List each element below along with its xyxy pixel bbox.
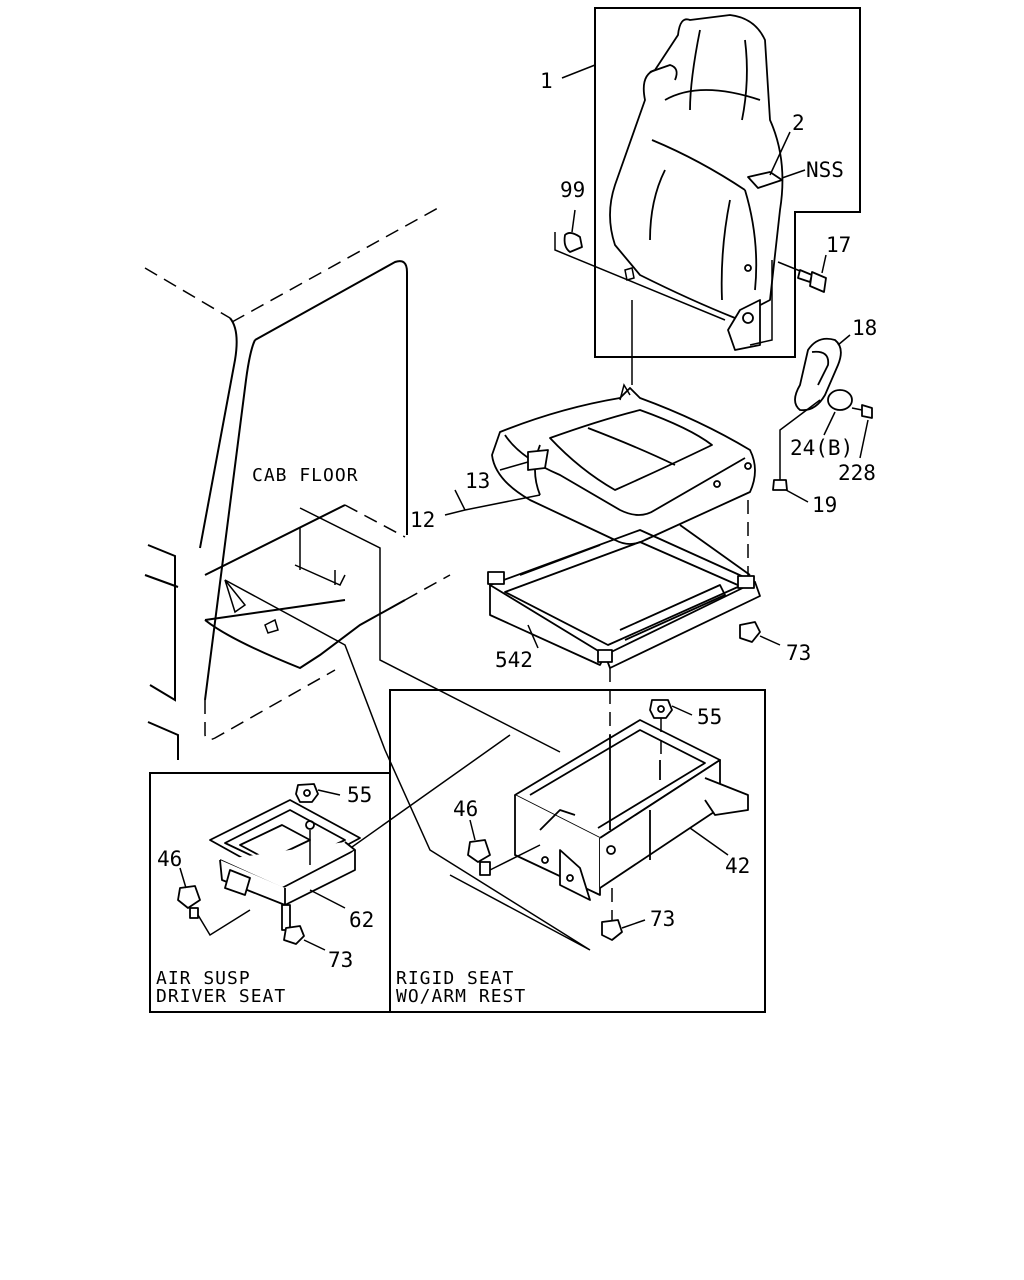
part-46-bolt-rigid — [467, 819, 541, 876]
part-99-bushing — [554, 209, 726, 321]
air-susp-frame — [149, 772, 391, 1013]
part-19-bolt — [772, 399, 821, 503]
callout-13: 13 — [465, 469, 490, 493]
callout-55-air: 55 — [347, 783, 372, 807]
callout-73-rigid: 73 — [650, 907, 675, 931]
air-susp-label-line1: AIR SUSP — [156, 968, 251, 989]
air-susp-label-line2: DRIVER SEAT — [156, 986, 286, 1007]
part-73-nut-air — [283, 925, 326, 951]
callout-1: 1 — [540, 69, 553, 93]
callout-228: 228 — [838, 461, 876, 485]
air-susp-base — [209, 799, 361, 931]
rigid-seat-bracket — [514, 719, 749, 901]
callout-62: 62 — [349, 908, 374, 932]
rigid-seat-label-line1: RIGID SEAT — [396, 968, 514, 989]
leader-cab-floor-2 — [224, 579, 591, 951]
seat-cushion — [491, 383, 756, 545]
callout-55-rigid: 55 — [697, 705, 722, 729]
callout-2: 2 — [792, 111, 805, 135]
cab-floor-label: CAB FLOOR — [252, 465, 359, 486]
seat-back — [609, 14, 784, 351]
part-55-nut-air — [295, 783, 341, 803]
part-17-bolt — [777, 254, 827, 293]
leader-12 — [444, 489, 541, 516]
part-24b-cap — [823, 389, 853, 436]
part-55-nut-rigid — [649, 699, 693, 755]
part-73-nut-rigid — [601, 888, 646, 941]
callout-73-air: 73 — [328, 948, 353, 972]
callout-46-air: 46 — [157, 847, 182, 871]
callout-46-rigid: 46 — [453, 797, 478, 821]
callout-542: 542 — [495, 648, 533, 672]
callout-18: 18 — [852, 316, 877, 340]
callout-17: 17 — [826, 233, 851, 257]
callout-99: 99 — [560, 178, 585, 202]
part-73-nut-upper — [739, 621, 781, 646]
part-18-cover — [794, 334, 851, 412]
callout-12: 12 — [410, 508, 435, 532]
callout-19: 19 — [812, 493, 837, 517]
leader-1 — [561, 64, 596, 79]
leader-2 — [769, 131, 791, 176]
callout-42: 42 — [725, 854, 750, 878]
leader-cab-floor — [299, 507, 561, 753]
part-46-bolt-air — [177, 867, 251, 937]
seat-rail-frame — [487, 524, 761, 669]
leader-nss — [781, 169, 806, 179]
callout-24b: 24(B) — [790, 436, 853, 460]
cab-outline — [144, 207, 451, 760]
part-228-screw — [851, 404, 873, 459]
callout-nss: NSS — [806, 158, 844, 182]
seat-back-frame — [594, 7, 861, 358]
leader-13 — [499, 461, 529, 471]
leader-42 — [689, 827, 729, 856]
rigid-seat-label-line2: WO/ARM REST — [396, 986, 526, 1007]
callout-73-upper: 73 — [786, 641, 811, 665]
leader-62 — [309, 889, 346, 909]
